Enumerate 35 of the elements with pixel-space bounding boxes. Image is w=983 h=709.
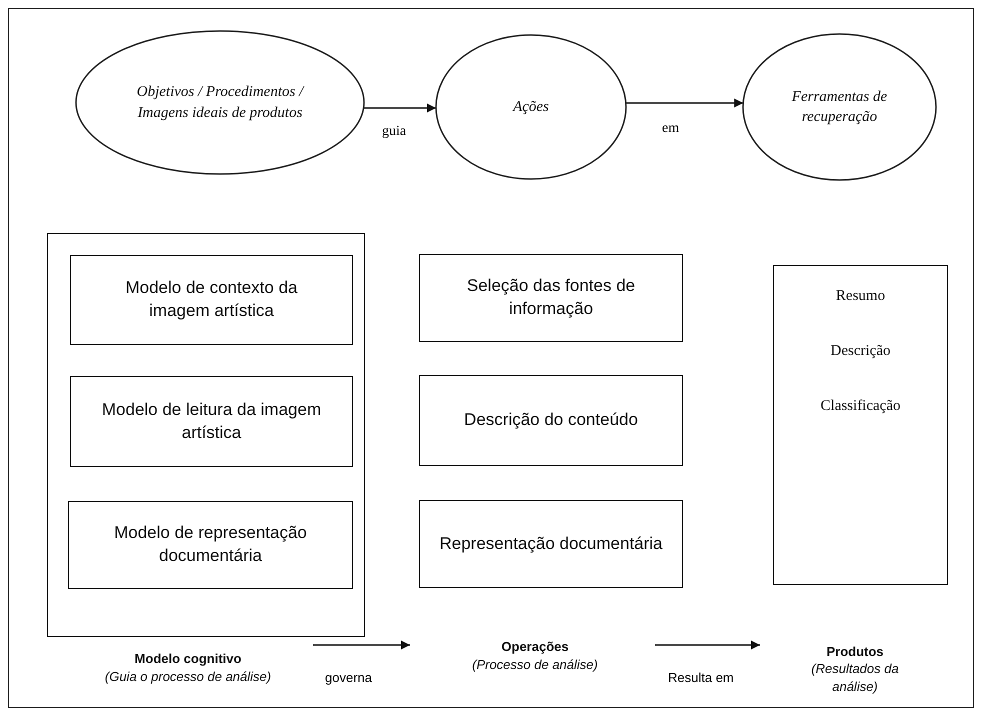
arrow: [626, 98, 744, 108]
node-label: Descrição: [830, 343, 890, 360]
node-label: Objetivos / Procedimentos / Imagens ideais de produtos: [136, 83, 306, 122]
node-label: Descrição do conteúdo: [463, 409, 639, 432]
node-label: Ações: [513, 98, 549, 117]
process-box: [419, 375, 683, 466]
ellipse-node: [75, 30, 365, 175]
node-label: Modelo de contexto da imagem artística: [124, 277, 298, 322]
ellipse-node: [742, 33, 937, 181]
node-label: Representação documentária: [438, 532, 664, 555]
node-subtitle: (Resultados da análise): [810, 660, 900, 696]
group-box: [47, 233, 365, 637]
edge-label: Resulta em: [668, 670, 734, 685]
process-box: [419, 500, 683, 588]
process-box: [70, 255, 353, 345]
node-subtitle: (Processo de análise): [472, 656, 598, 674]
node-label: Classificação: [820, 398, 900, 415]
ellipse-node: [435, 34, 627, 180]
node-label: Ferramentas de recuperação: [790, 88, 888, 127]
process-box: [70, 376, 353, 467]
process-box: [68, 501, 353, 589]
arrow: [364, 104, 436, 112]
node-subtitle: (Guia o processo de análise): [104, 668, 272, 686]
node-label: Modelo de representação documentária: [113, 522, 308, 567]
node-title: Operações: [501, 638, 569, 656]
process-box: [419, 254, 683, 342]
node-label: Resumo: [836, 288, 886, 305]
node-title: Modelo cognitivo: [134, 650, 242, 668]
node-label: Seleção das fontes de informação: [466, 275, 636, 320]
node-title: Produtos: [826, 642, 884, 660]
product-box: [773, 265, 948, 585]
node-label: Modelo de leitura da imagem artística: [100, 398, 322, 444]
arrow: [313, 640, 410, 650]
edge-label: guia: [382, 124, 406, 140]
arrow: [655, 640, 760, 650]
